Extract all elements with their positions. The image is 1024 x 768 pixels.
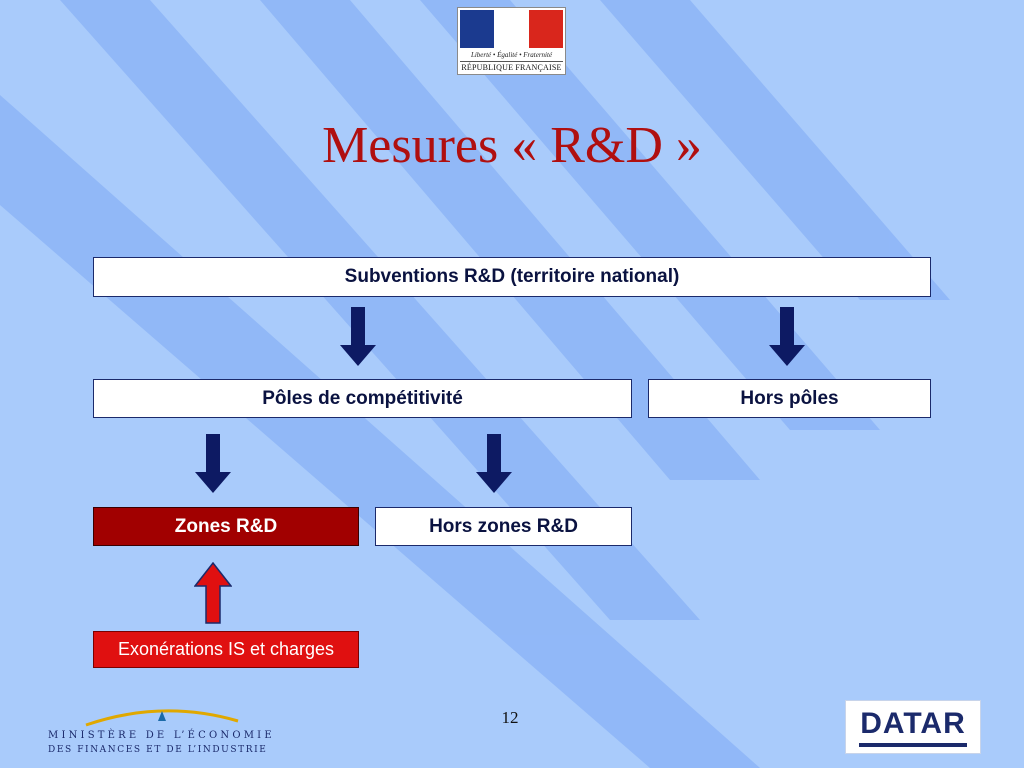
datar-logo: DATAR <box>845 700 981 754</box>
down-arrow-icon <box>340 307 376 366</box>
box-poles-competitivite: Pôles de compétitivité <box>93 379 632 418</box>
page-number: 12 <box>501 708 519 727</box>
ministry-line2: DES FINANCES ET DE L’INDUSTRIE <box>48 745 268 755</box>
down-arrow-icon <box>769 307 805 366</box>
ministry-logo: MINISTÈRE DE L’ÉCONOMIE DES FINANCES ET … <box>48 703 288 763</box>
down-arrow-icon <box>476 434 512 493</box>
arc-icon <box>85 709 239 727</box>
down-arrow-icon <box>195 434 231 493</box>
box-hors-poles: Hors pôles <box>648 379 931 418</box>
tricolor-flag-icon <box>460 10 563 48</box>
ministry-line1: MINISTÈRE DE L’ÉCONOMIE <box>48 730 275 741</box>
box-zones-rd: Zones R&D <box>93 507 359 546</box>
logo-republic-text: RÉPUBLIQUE FRANÇAISE <box>461 63 562 72</box>
box-subventions: Subventions R&D (territoire national) <box>93 257 931 297</box>
box-exonerations: Exonérations IS et charges <box>93 631 359 668</box>
page-title: Mesures « R&D » <box>322 117 702 174</box>
up-arrow-icon <box>194 562 232 624</box>
republique-francaise-logo: Liberté • Égalité • Fraternité RÉPUBLIQU… <box>457 7 566 75</box>
logo-motto: Liberté • Égalité • Fraternité <box>470 51 553 59</box>
box-hors-zones-rd: Hors zones R&D <box>375 507 632 546</box>
datar-wordmark: DATAR <box>860 707 966 740</box>
